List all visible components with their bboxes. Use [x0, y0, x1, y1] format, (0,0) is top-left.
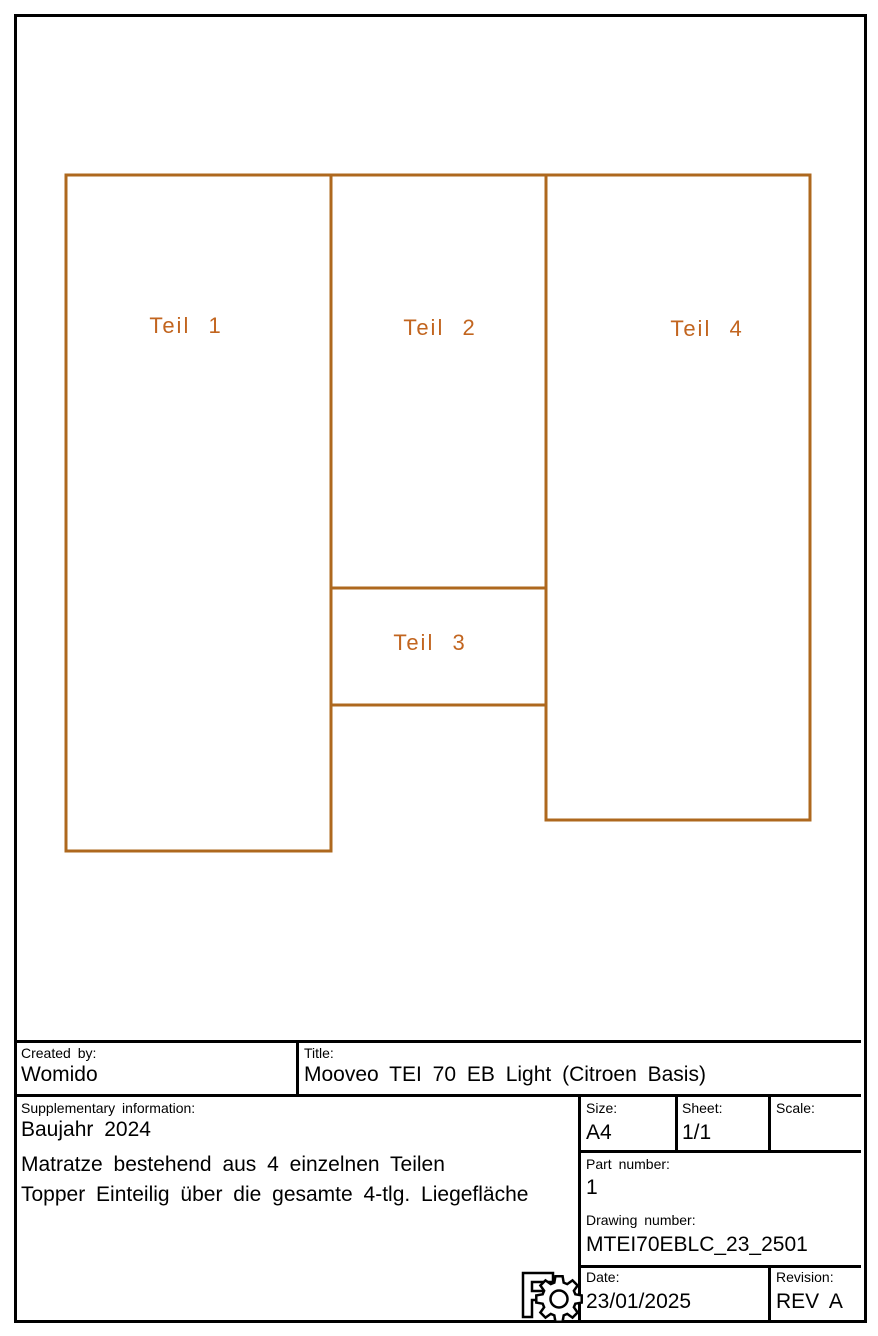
- created-by-value: Womido: [21, 1063, 98, 1086]
- supplementary-line-3: Topper Einteilig über die gesamte 4-tlg.…: [21, 1183, 529, 1206]
- part-outline-teil1: [64, 173, 333, 853]
- created-by-label: Created by:: [21, 1045, 97, 1061]
- supplementary-label: Supplementary information:: [21, 1100, 196, 1116]
- title-value: Mooveo TEI 70 EB Light (Citroen Basis): [304, 1063, 706, 1086]
- part-label-teil1: Teil 1: [149, 313, 223, 338]
- titleblock-row1-divider: [14, 1094, 861, 1097]
- date-label: Date:: [586, 1269, 620, 1285]
- revision-value: REV A: [776, 1290, 843, 1313]
- title-label: Title:: [304, 1045, 334, 1061]
- gear-icon: [535, 1275, 583, 1323]
- date-revision-divider: [768, 1265, 771, 1323]
- drawing-number-label: Drawing number:: [586, 1212, 696, 1228]
- sheet-value: 1/1: [682, 1121, 712, 1144]
- size-label: Size:: [586, 1100, 618, 1116]
- titleblock-date-row-divider: [578, 1265, 861, 1268]
- sheet-scale-divider: [768, 1094, 771, 1153]
- part-label-teil4: Teil 4: [670, 316, 744, 341]
- part-number-value: 1: [586, 1176, 598, 1199]
- titleblock-size-row-divider: [578, 1150, 861, 1153]
- part-label-teil2: Teil 2: [403, 315, 477, 340]
- size-value: A4: [586, 1121, 612, 1144]
- supplementary-line-2: Matratze bestehend aus 4 einzelnen Teile…: [21, 1153, 445, 1176]
- part-outline-teil2: [329, 173, 548, 590]
- date-value: 23/01/2025: [586, 1290, 692, 1313]
- part-label-teil3: Teil 3: [393, 630, 467, 655]
- scale-label: Scale:: [776, 1100, 815, 1116]
- revision-label: Revision:: [776, 1269, 834, 1285]
- size-sheet-divider: [675, 1094, 678, 1153]
- supplementary-right-divider: [578, 1094, 581, 1320]
- titleblock-top-line: [14, 1040, 861, 1043]
- freecad-gear-icon: [521, 1271, 583, 1323]
- supplementary-line-1: Baujahr 2024: [21, 1118, 151, 1141]
- part-number-label: Part number:: [586, 1156, 670, 1172]
- sheet-label: Sheet:: [682, 1100, 723, 1116]
- drawing-number-value: MTEI70EBLC_23_2501: [586, 1233, 808, 1256]
- createdby-title-divider: [296, 1040, 299, 1097]
- page-border: [14, 14, 867, 1323]
- part-outline-teil4: [544, 173, 812, 822]
